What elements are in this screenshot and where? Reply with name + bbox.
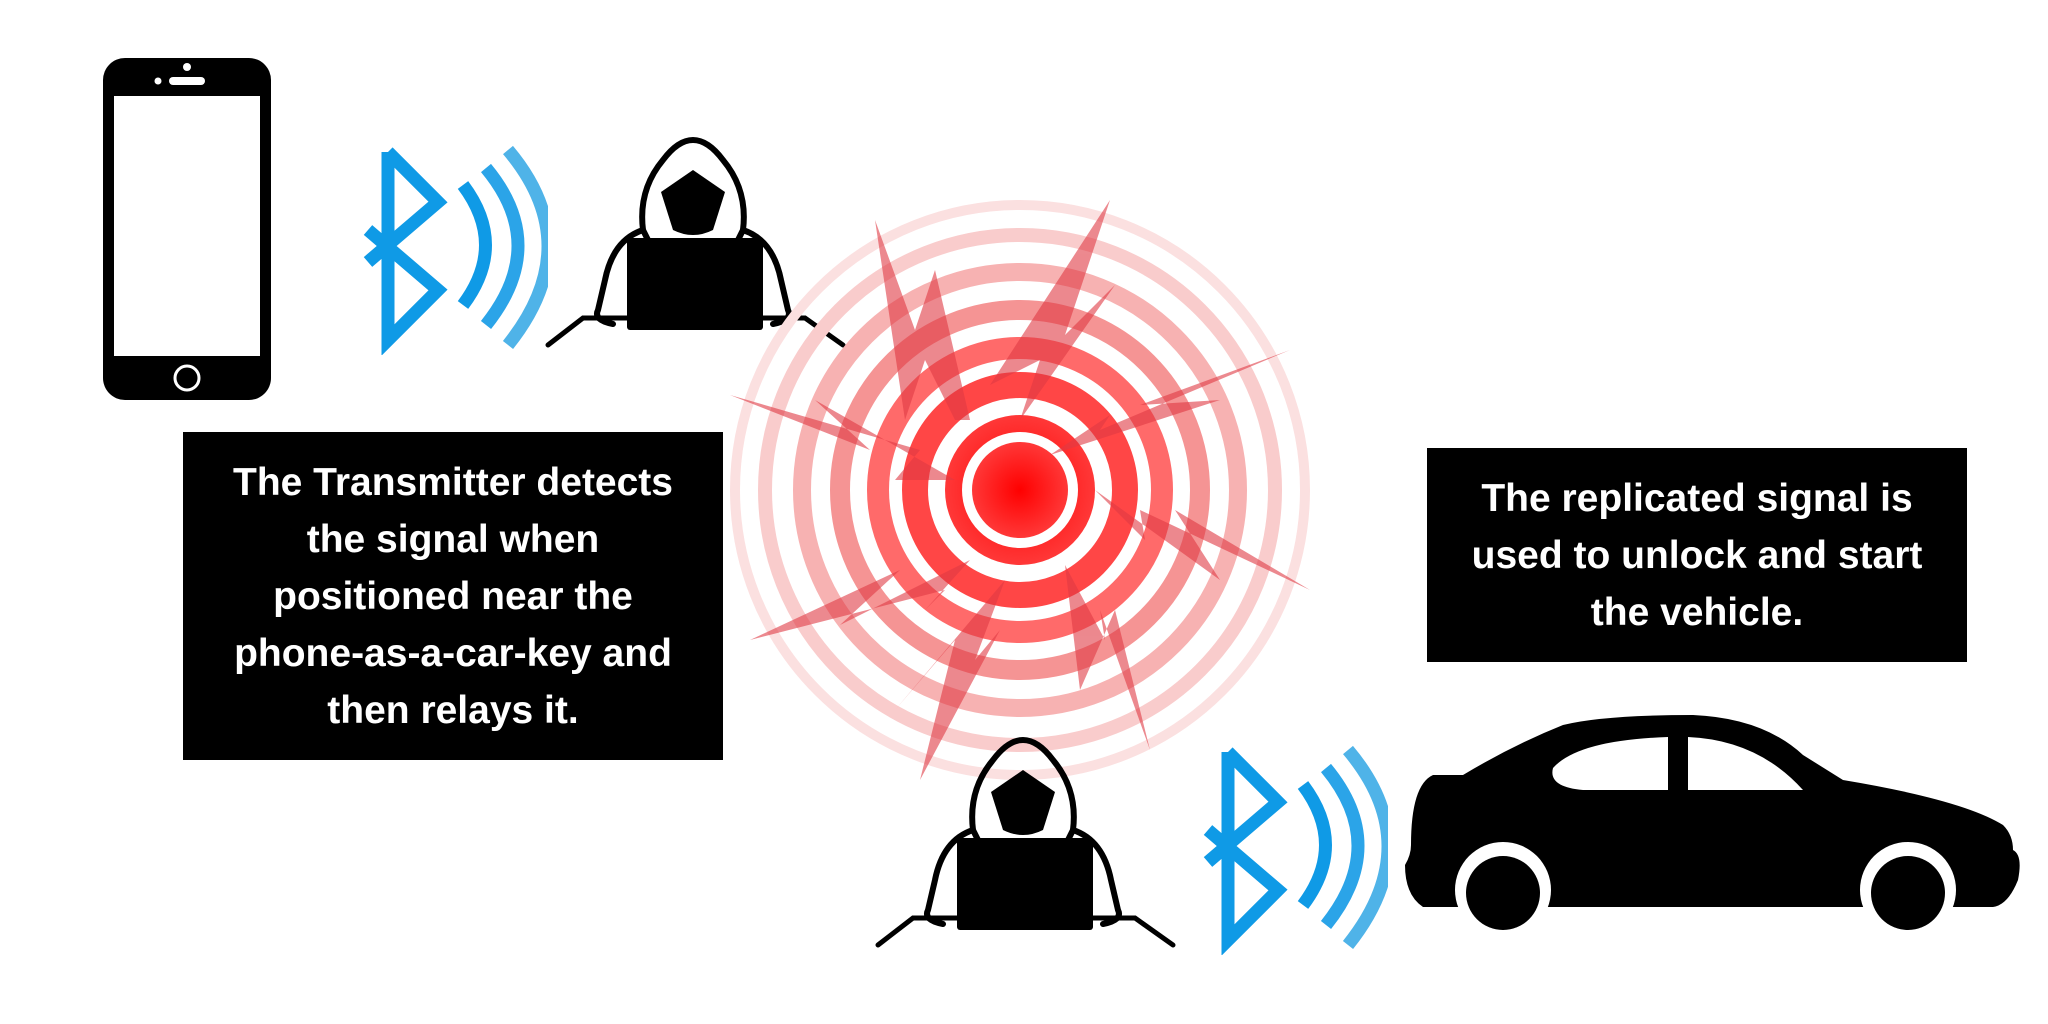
transmitter-caption-text: The Transmitter detects the signal when …	[233, 460, 673, 732]
car-sedan-icon	[1403, 715, 2033, 935]
transmitter-caption-box: The Transmitter detects the signal when …	[183, 432, 723, 760]
receiver-caption-text: The replicated signal is used to unlock …	[1471, 476, 1923, 634]
receiver-caption-box: The replicated signal is used to unlock …	[1427, 448, 1967, 662]
bluetooth-signal-icon	[1198, 740, 1388, 955]
hooded-hacker-laptop-icon	[543, 110, 848, 350]
hooded-hacker-laptop-icon	[873, 710, 1178, 950]
radio-signal-burst-icon	[720, 190, 1320, 790]
bluetooth-signal-icon	[358, 140, 548, 355]
smartphone-icon	[103, 58, 271, 400]
